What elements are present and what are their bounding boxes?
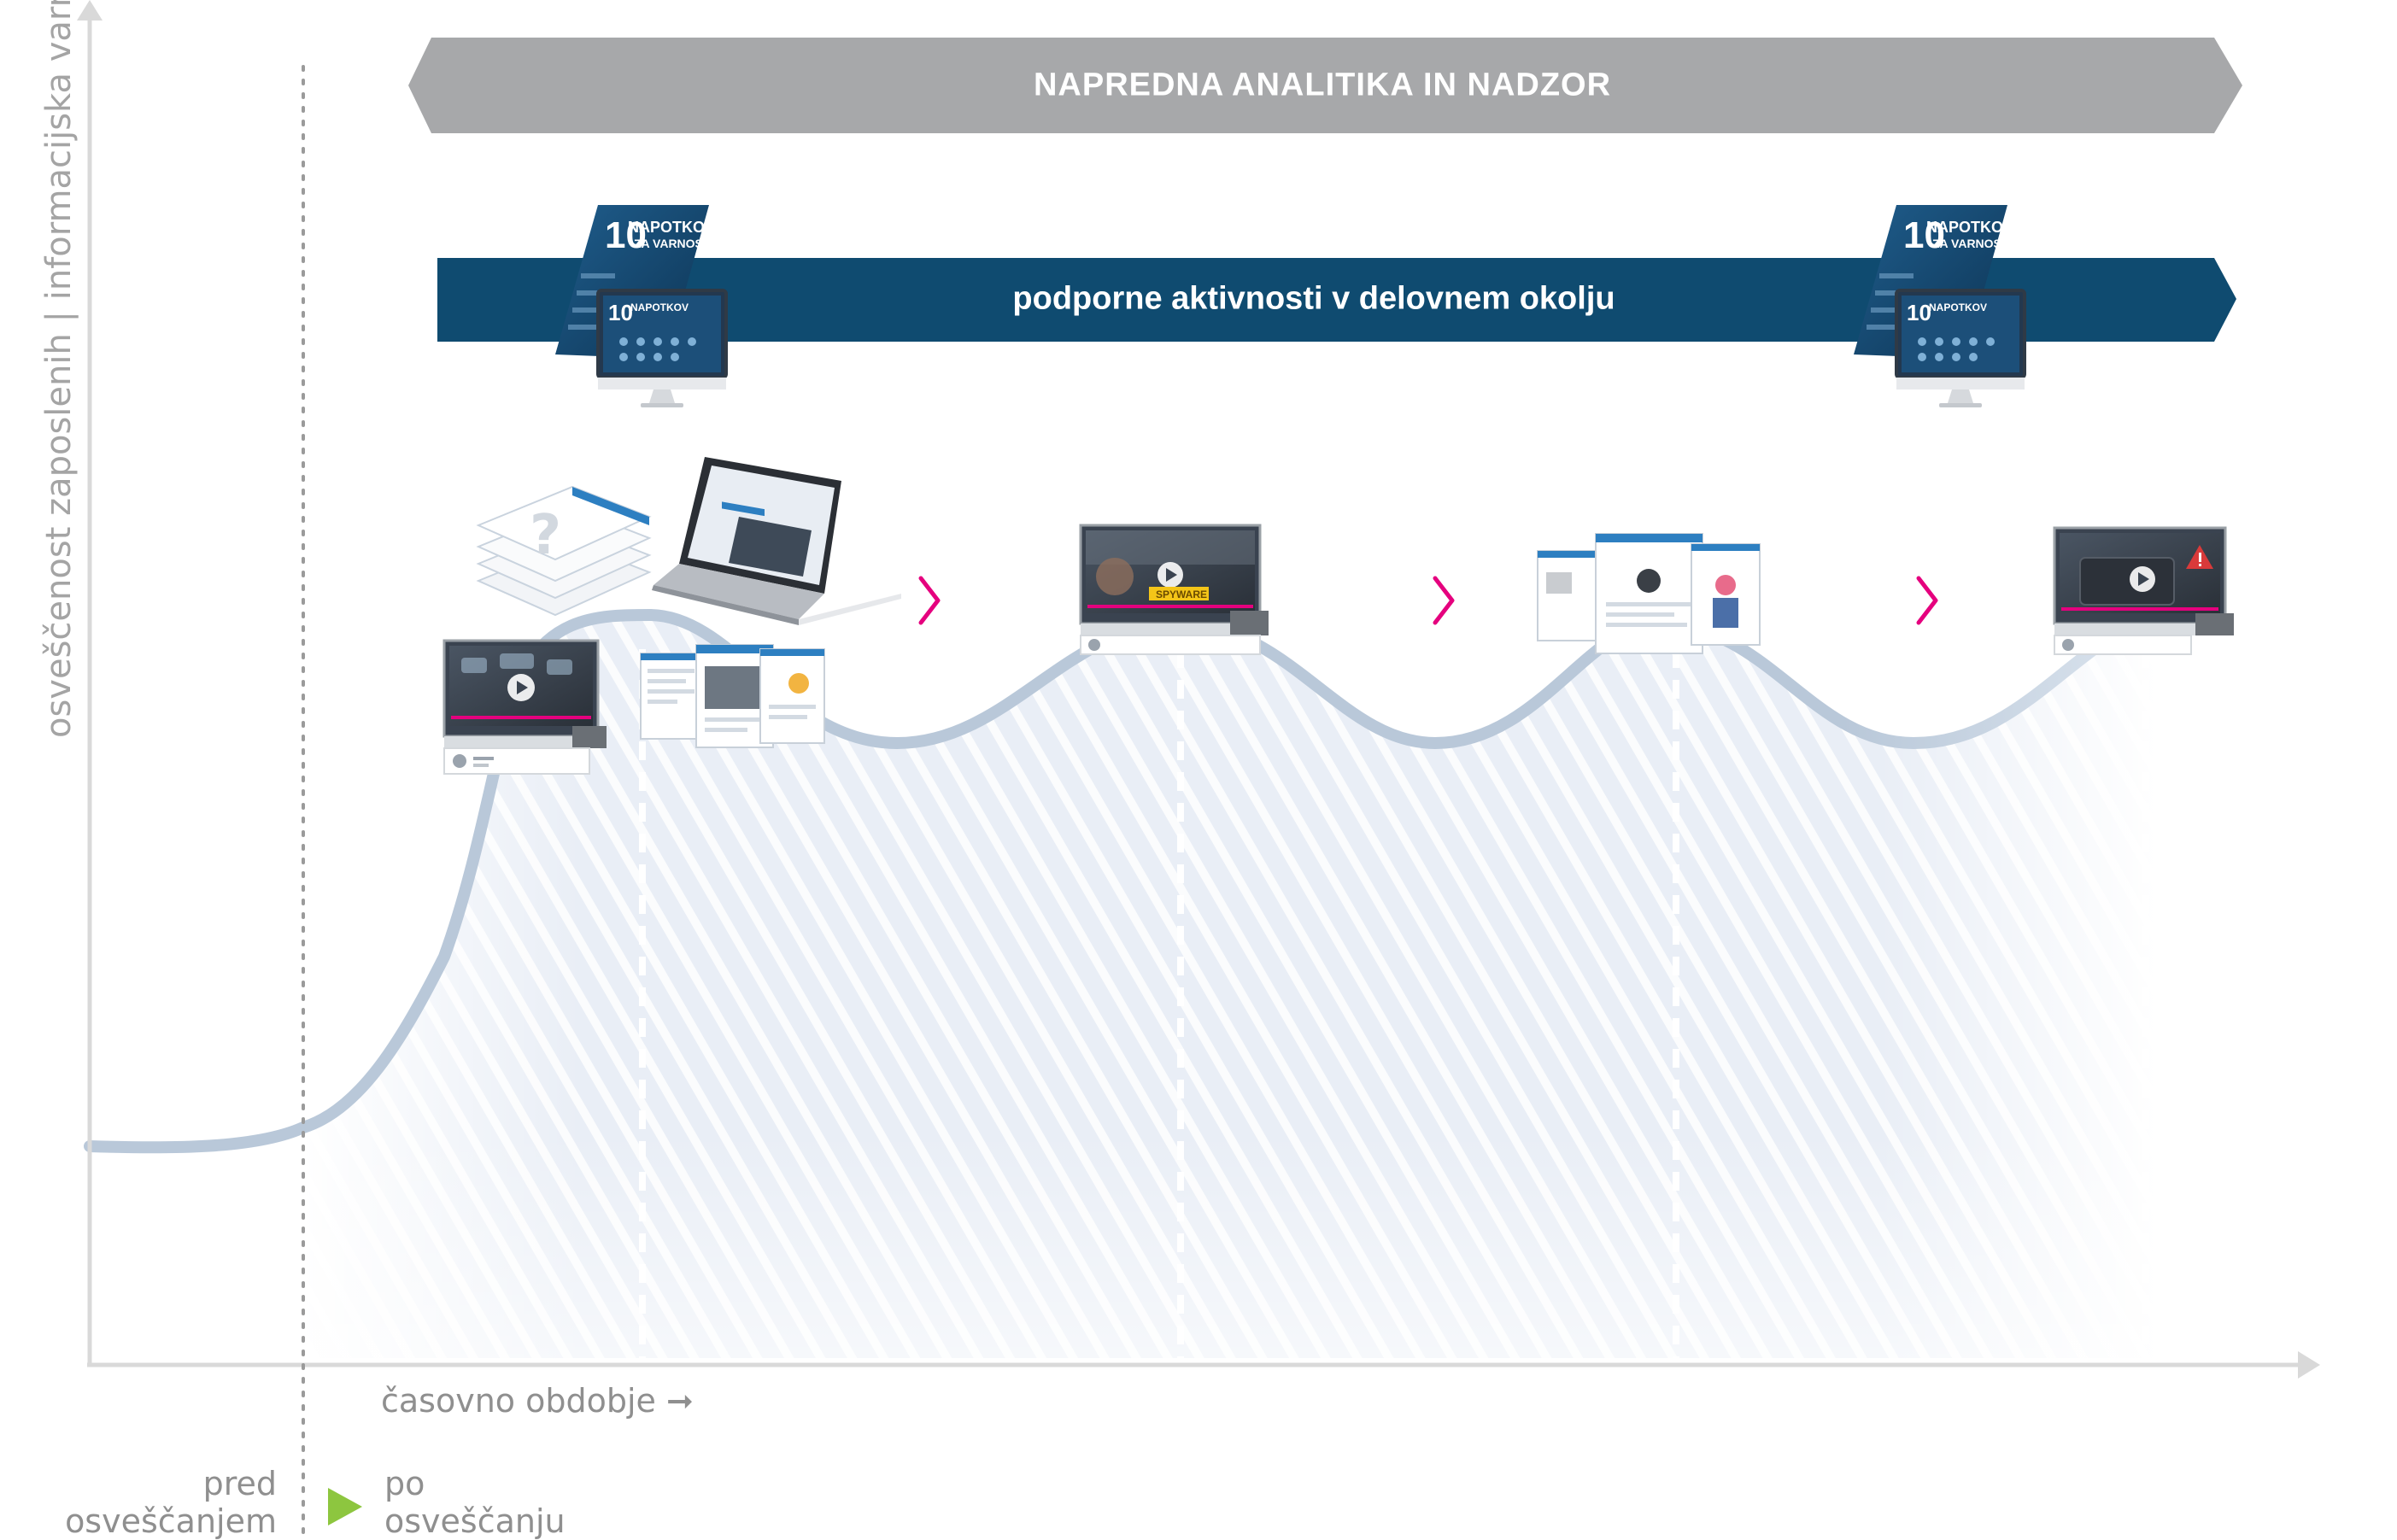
- phase-before-label: pred osveščanjem: [65, 1465, 277, 1540]
- support-band: [437, 258, 2236, 342]
- svg-text:?: ?: [530, 504, 561, 567]
- phase-after-line-1: po: [384, 1465, 425, 1502]
- awareness-area: [303, 598, 2157, 1362]
- web-pages-icon: [640, 644, 825, 748]
- phase-marker: [328, 1488, 362, 1525]
- laptop-icon: [652, 457, 901, 625]
- svg-text:10: 10: [1907, 300, 1931, 325]
- web-pages-icon-right: [1537, 533, 1761, 654]
- phase-before-line-2: osveščanjem: [65, 1502, 277, 1540]
- video-player-icon-right: [2053, 526, 2234, 655]
- awareness-curve: [84, 608, 2159, 1154]
- x-axis-label: časovno obdobje ➞: [381, 1382, 694, 1420]
- phase-before-line-1: pred: [202, 1465, 277, 1502]
- phase-after-label: po osveščanju: [384, 1465, 566, 1540]
- video-player-icon-middle: SPYWARE: [1079, 524, 1269, 655]
- svg-text:NAPOTKOV: NAPOTKOV: [1926, 219, 2013, 236]
- analytics-band: [408, 38, 2242, 133]
- booklet-monitor-icon: 10 NAPOTKOV ZA VARNOST 10 NAPOTKOV: [555, 205, 728, 407]
- spyware-badge: SPYWARE: [1156, 588, 1207, 600]
- booklet-number: 10: [605, 214, 647, 256]
- milestone-lines: [639, 649, 2149, 1358]
- quiz-pages-icon: ?: [476, 485, 652, 617]
- chevron-right-icon: [1433, 576, 1455, 625]
- svg-text:NAPOTKOV: NAPOTKOV: [630, 302, 689, 313]
- support-band-label: podporne aktivnosti v delovnem okolju: [1012, 280, 1615, 317]
- svg-text:NAPOTKOV: NAPOTKOV: [1929, 302, 1987, 313]
- analytics-band-label: NAPREDNA ANALITIKA IN NADZOR: [1033, 67, 1612, 103]
- booklet-title: NAPOTKOV: [628, 219, 715, 236]
- phase-after-line-2: osveščanju: [384, 1502, 566, 1540]
- video-player-icon: [442, 639, 607, 775]
- svg-text:10: 10: [608, 300, 633, 325]
- y-axis-label: osveščenost zaposlenih | informacijska v…: [39, 0, 79, 738]
- booklet-monitor-icon-right: 10 NAPOTKOV ZA VARNOST 10 NAPOTKOV: [1854, 205, 2026, 407]
- x-axis: [87, 1351, 2320, 1379]
- y-axis: [77, 0, 103, 1365]
- booklet-subtitle: ZA VARNOST: [634, 237, 711, 250]
- chevron-right-icons: [918, 576, 1938, 625]
- chevron-right-icon: [918, 576, 941, 625]
- chevron-right-icon: [1916, 576, 1938, 625]
- svg-text:ZA VARNOST: ZA VARNOST: [1932, 237, 2009, 250]
- svg-text:10: 10: [1903, 214, 1945, 256]
